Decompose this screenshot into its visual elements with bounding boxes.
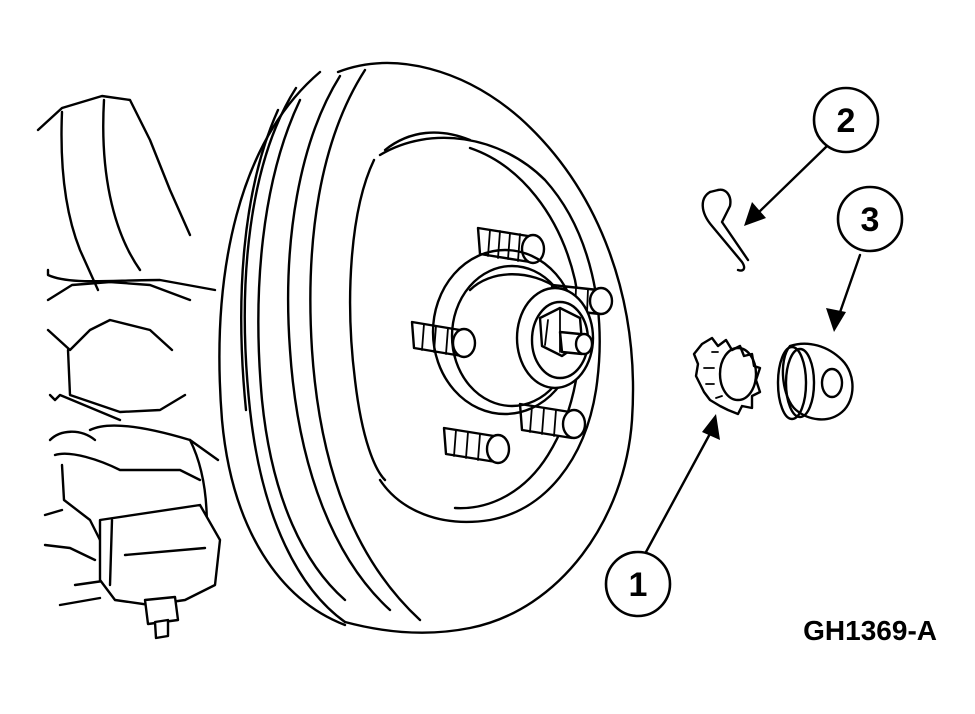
- stud-bottom-right: [518, 402, 587, 440]
- callout-1-label: 1: [629, 566, 648, 604]
- nut-retainer-part: [692, 336, 762, 416]
- brake-rotor: [218, 61, 635, 634]
- figure-id: GH1369-A: [803, 615, 937, 646]
- wheel-studs: [410, 226, 614, 465]
- grease-cap-part: [776, 342, 854, 421]
- callout-1: 1: [604, 550, 672, 618]
- callout-2-label: 2: [837, 102, 856, 140]
- stud-top: [476, 226, 546, 265]
- callout-arrows: [644, 145, 862, 554]
- stud-bottom: [442, 426, 511, 465]
- cotter-pin-part: [701, 188, 750, 272]
- stud-left: [410, 320, 477, 359]
- callout-3: 3: [836, 185, 904, 253]
- brake-caliper: [98, 503, 222, 640]
- hub-assembly: [431, 248, 595, 416]
- callout-2: 2: [812, 86, 880, 154]
- callout-3-label: 3: [861, 201, 880, 239]
- steering-knuckle: [36, 94, 220, 607]
